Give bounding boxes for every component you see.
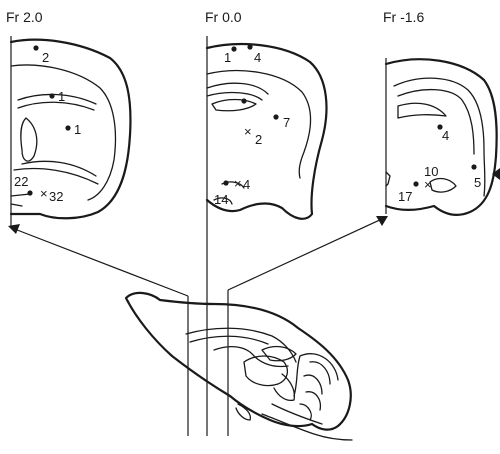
marker-label: 17 — [398, 189, 412, 204]
ventral-notch — [11, 194, 30, 206]
marker-cross: × — [234, 176, 242, 191]
hippocampus-inner — [398, 90, 474, 154]
ventricle — [212, 100, 256, 111]
arrowhead-icon — [8, 224, 20, 234]
marker-label: 1 — [58, 89, 65, 104]
marker-cross: × — [424, 177, 432, 192]
marker-label: 1 — [224, 50, 231, 65]
ventricle — [21, 118, 37, 161]
section-panel-fr-0-0: Fr 0.0 1 4 7 × 2 × 4 14 — [205, 9, 326, 436]
corpus-callosum — [18, 94, 96, 110]
marker-dot — [49, 93, 54, 98]
marker-label: 2 — [42, 50, 49, 65]
marker-dot — [27, 190, 32, 195]
marker-dot — [471, 164, 476, 169]
sagittal-brain-view — [126, 293, 352, 440]
marker-label: 1 — [74, 122, 81, 137]
midbrain — [274, 374, 294, 400]
marker-label: 2 — [255, 132, 262, 147]
marker-dot — [33, 45, 38, 50]
sagittal-brain-outline — [126, 293, 351, 430]
marker-dot — [241, 98, 246, 103]
corpus-callosum — [207, 83, 268, 100]
marker-cross: × — [40, 186, 48, 201]
pituitary-region — [236, 404, 250, 420]
marker-label: 22 — [14, 174, 28, 189]
section-title: Fr 0.0 — [205, 9, 242, 25]
marker-dot — [247, 44, 252, 49]
section-title: Fr 2.0 — [6, 9, 43, 25]
marker-label: 4 — [442, 128, 449, 143]
cerebellum-folia — [294, 354, 338, 420]
fornix — [214, 347, 288, 367]
marker-label: 4 — [243, 177, 250, 192]
marker-label: 32 — [49, 189, 63, 204]
corpus-callosum-sagittal — [186, 328, 296, 362]
marker-label: 4 — [254, 50, 261, 65]
section-panel-fr-minus-1-6: Fr -1.6 4 10 × 17 5 — [383, 9, 500, 215]
marker-cross: × — [244, 124, 252, 139]
cortex-inner-boundary — [207, 71, 311, 178]
section-title: Fr -1.6 — [383, 9, 424, 25]
marker-label: 14 — [214, 192, 228, 207]
projection-line-fr-minus-1-6 — [228, 218, 384, 290]
marker-dot — [231, 46, 236, 51]
marker-dot — [223, 180, 228, 185]
ventricle — [398, 103, 446, 118]
marker-dot — [65, 125, 70, 130]
marker-dot — [413, 181, 418, 186]
section-panel-fr-2-0: Fr 2.0 2 1 1 22 × 32 — [6, 9, 130, 226]
thalamic-region — [430, 179, 456, 193]
projection-lines — [8, 216, 388, 436]
marker-label: 7 — [283, 115, 290, 130]
marker-dot — [273, 114, 278, 119]
marker-label: 5 — [474, 175, 481, 190]
projection-line-fr-2-0 — [12, 228, 188, 296]
